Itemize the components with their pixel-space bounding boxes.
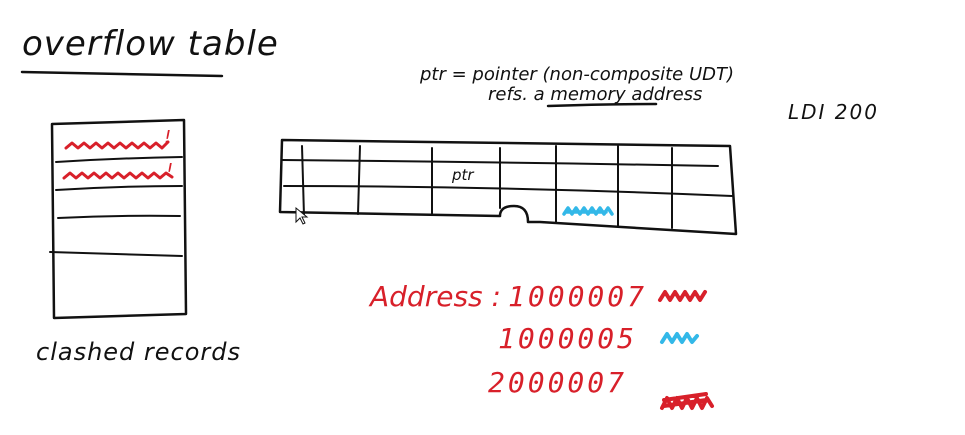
memory-table: ptr [278, 138, 738, 236]
red-swatch-scribble [658, 290, 707, 302]
clash-mark: ! [164, 127, 171, 148]
address-value: 1000007 [508, 280, 647, 313]
clashed-record-scribble [64, 140, 170, 150]
instruction-text: LDI 200 [788, 100, 879, 124]
memory-address-underline [546, 102, 658, 108]
pointer-note-line2-prefix: refs. a [488, 84, 550, 105]
clash-mark: ! [166, 160, 173, 181]
blue-swatch-scribble [660, 332, 699, 344]
clashed-record-scribble [62, 171, 174, 180]
pointer-note-emphasis: memory address [550, 84, 702, 105]
cursor-icon [295, 206, 309, 225]
ptr-cell-label: ptr [451, 166, 474, 184]
overflow-table-caption: clashed records [36, 338, 241, 366]
highlighted-cell-scribble [562, 206, 614, 216]
pointer-note-line2: refs. a memory address [488, 84, 702, 105]
title-text: overflow table [22, 24, 279, 64]
pointer-note-line1: ptr = pointer (non-composite UDT) [419, 64, 734, 85]
title-underline [20, 70, 224, 78]
address-value: 2000007 [488, 366, 627, 399]
address-value: 1000005 [498, 322, 637, 355]
overflow-table: ! ! [49, 118, 188, 320]
address-label: Address : [368, 280, 501, 313]
red-swatch-scribble [660, 392, 714, 410]
